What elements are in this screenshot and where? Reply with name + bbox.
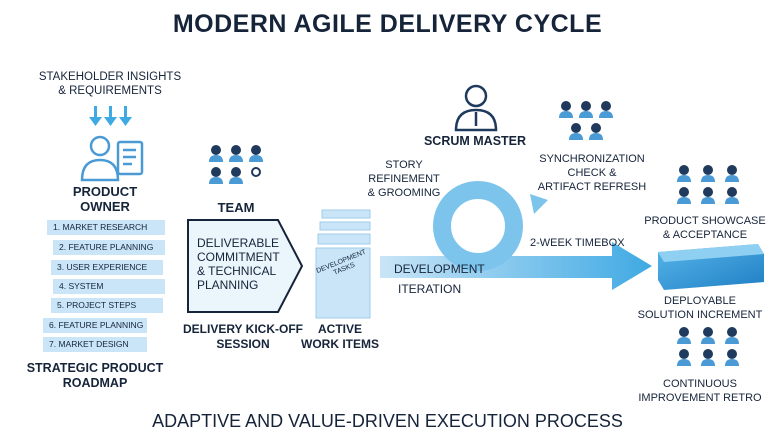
- roadmap-step: 3. USER EXPERIENCE: [51, 260, 163, 275]
- diagram-title: MODERN AGILE DELIVERY CYCLE: [172, 10, 603, 38]
- sync-label: SYNCHRONIZATION CHECK & ARTIFACT REFRESH: [532, 152, 652, 194]
- roadmap-steps: 1. MARKET RESEARCH 2. FEATURE PLANNING 3…: [43, 220, 167, 356]
- increment-line1: DEPLOYABLE: [664, 295, 736, 307]
- timebox-label: 2-WEEK TIMEBOX: [530, 237, 625, 249]
- increment-label: DEPLOYABLE SOLUTION INCREMENT: [630, 294, 770, 322]
- stakeholder-line2: & REQUIREMENTS: [58, 85, 162, 97]
- roadmap-label: STRATEGIC PRODUCT ROADMAP: [20, 361, 170, 391]
- product-owner-label: PRODUCT OWNER: [50, 184, 160, 214]
- sync-line2: CHECK &: [567, 167, 617, 179]
- roadmap-step: 2. FEATURE PLANNING: [53, 240, 165, 255]
- increment-line2: SOLUTION INCREMENT: [637, 309, 763, 321]
- showcase-label: PRODUCT SHOWCASE & ACCEPTANCE: [640, 214, 770, 242]
- roadmap-step: 1. MARKET RESEARCH: [47, 220, 165, 235]
- sync-line3: ARTIFACT REFRESH: [537, 181, 647, 193]
- refinement-line1: STORY: [385, 159, 423, 171]
- development-label: DEVELOPMENT: [394, 262, 485, 276]
- work-items-line1: ACTIVE: [317, 322, 362, 336]
- refinement-line3: & GROOMING: [367, 187, 441, 199]
- product-owner-line2: OWNER: [80, 199, 130, 214]
- session-label: DELIVERY KICK-OFF SESSION: [168, 322, 318, 352]
- roadmap-label-line2: ROADMAP: [62, 376, 128, 390]
- sync-line1: SYNCHRONIZATION: [539, 153, 645, 165]
- stakeholder-label: STAKEHOLDER INSIGHTS & REQUIREMENTS: [20, 70, 200, 98]
- commitment-line1: DELIVERABLE: [197, 236, 280, 250]
- diagram-footer: ADAPTIVE AND VALUE-DRIVEN EXECUTION PROC…: [152, 411, 623, 431]
- product-owner-line1: PRODUCT: [72, 184, 138, 199]
- team-label: TEAM: [217, 200, 255, 215]
- work-items-label: ACTIVE WORK ITEMS: [290, 322, 390, 352]
- showcase-line1: PRODUCT SHOWCASE: [644, 215, 766, 227]
- refinement-label: STORY REFINEMENT & GROOMING: [364, 158, 444, 200]
- roadmap-step: 5. PROJECT STEPS: [51, 298, 163, 313]
- showcase-line2: & ACCEPTANCE: [662, 229, 748, 241]
- session-line2: SESSION: [216, 337, 270, 351]
- retro-line2: IMPROVEMENT RETRO: [638, 392, 762, 404]
- roadmap-label-line1: STRATEGIC PRODUCT: [26, 361, 164, 375]
- commitment-line3: & TECHNICAL: [197, 264, 277, 278]
- refinement-line2: REFINEMENT: [368, 173, 440, 185]
- commitment-text: DELIVERABLE COMMITMENT & TECHNICAL PLANN…: [197, 236, 292, 292]
- roadmap-step: 7. MARKET DESIGN: [43, 337, 147, 352]
- retro-label: CONTINUOUS IMPROVEMENT RETRO: [630, 377, 770, 405]
- session-line1: DELIVERY KICK-OFF: [182, 322, 303, 336]
- commitment-line2: COMMITMENT: [197, 250, 280, 264]
- scrum-master-label: SCRUM MASTER: [423, 134, 527, 148]
- roadmap-step: 6. FEATURE PLANNING: [43, 318, 147, 333]
- commitment-line4: PLANNING: [197, 278, 259, 292]
- work-items-line2: WORK ITEMS: [301, 337, 379, 351]
- iteration-label: ITERATION: [398, 282, 462, 296]
- retro-line1: CONTINUOUS: [663, 378, 737, 390]
- stakeholder-line1: STAKEHOLDER INSIGHTS: [38, 71, 182, 83]
